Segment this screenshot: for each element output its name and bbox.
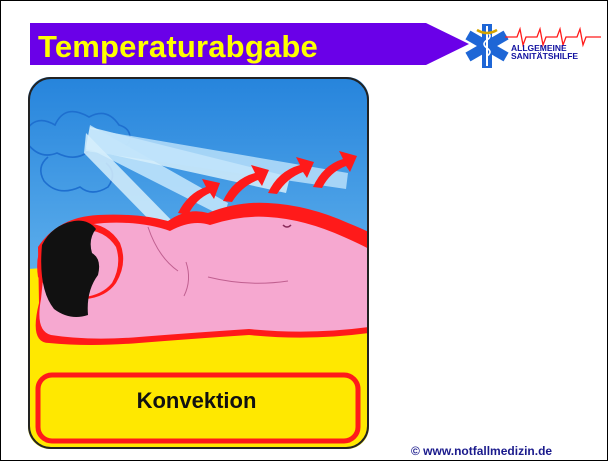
logo-text: ALLGEMEINE SANITÄTSHILFE	[511, 44, 578, 60]
caption-konvektion: Konvektion	[38, 388, 355, 414]
logo-line-2: SANITÄTSHILFE	[511, 52, 578, 60]
copyright-notice: © www.notfallmedizin.de	[411, 444, 552, 458]
slide-title: Temperaturabgabe	[38, 29, 318, 65]
